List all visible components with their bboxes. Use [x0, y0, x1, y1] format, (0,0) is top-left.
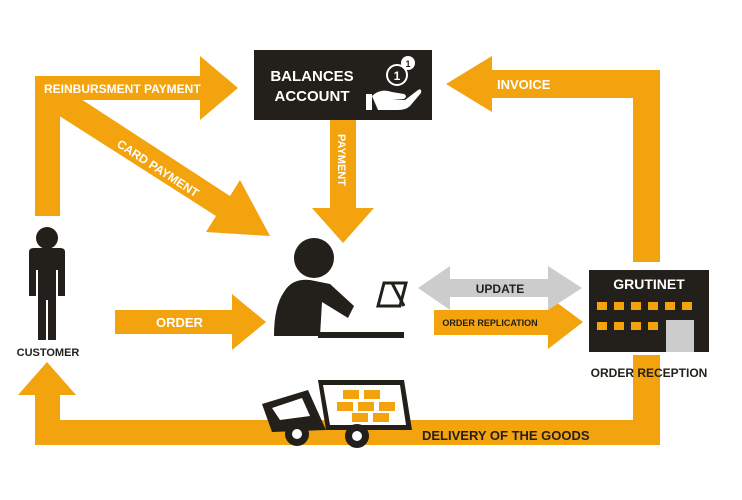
customer-label: CUSTOMER: [17, 347, 80, 359]
payment-label: PAYMENT: [335, 134, 347, 186]
order-replication-arrow: [434, 296, 583, 349]
order-reception-label: ORDER RECEPTION: [591, 366, 708, 380]
truck-cargo: [337, 390, 395, 422]
update-label: UPDATE: [476, 282, 524, 296]
order-replication-label: ORDER REPLICATION: [442, 318, 537, 328]
order-arrow: [115, 294, 266, 350]
update-arrow: [418, 266, 582, 310]
delivery-up-arrow: [18, 362, 76, 445]
right-vertical-band: [633, 70, 660, 262]
flow-bands: [18, 56, 660, 445]
reimbursement-label: REINBURSMENT PAYMENT: [44, 82, 201, 96]
balances-line1: BALANCES: [270, 68, 353, 85]
payment-arrow: [312, 120, 374, 243]
svg-text:1: 1: [394, 69, 401, 83]
building-door: [666, 320, 694, 352]
delivery-truck-icon: [262, 380, 412, 448]
invoice-arrow: [446, 56, 660, 112]
balances-line2: ACCOUNT: [275, 88, 350, 105]
delivery-label: DELIVERY OF THE GOODS: [422, 428, 590, 443]
order-reception-building: GRUTINET: [589, 270, 709, 352]
hand-coins-icon: 1 1: [366, 56, 422, 110]
customer-icon: [29, 227, 65, 340]
invoice-label: INVOICE: [497, 77, 551, 92]
order-label: ORDER: [156, 315, 204, 330]
operator-laptop-icon: [274, 238, 408, 338]
reimbursement-arrow: [35, 56, 238, 120]
svg-text:1: 1: [405, 59, 410, 69]
card-payment-arrow: [50, 88, 270, 236]
brand-logo: GRUTINET: [613, 276, 685, 292]
card-payment-label: CARD PAYMENT: [114, 137, 202, 201]
building-windows: [597, 302, 692, 330]
